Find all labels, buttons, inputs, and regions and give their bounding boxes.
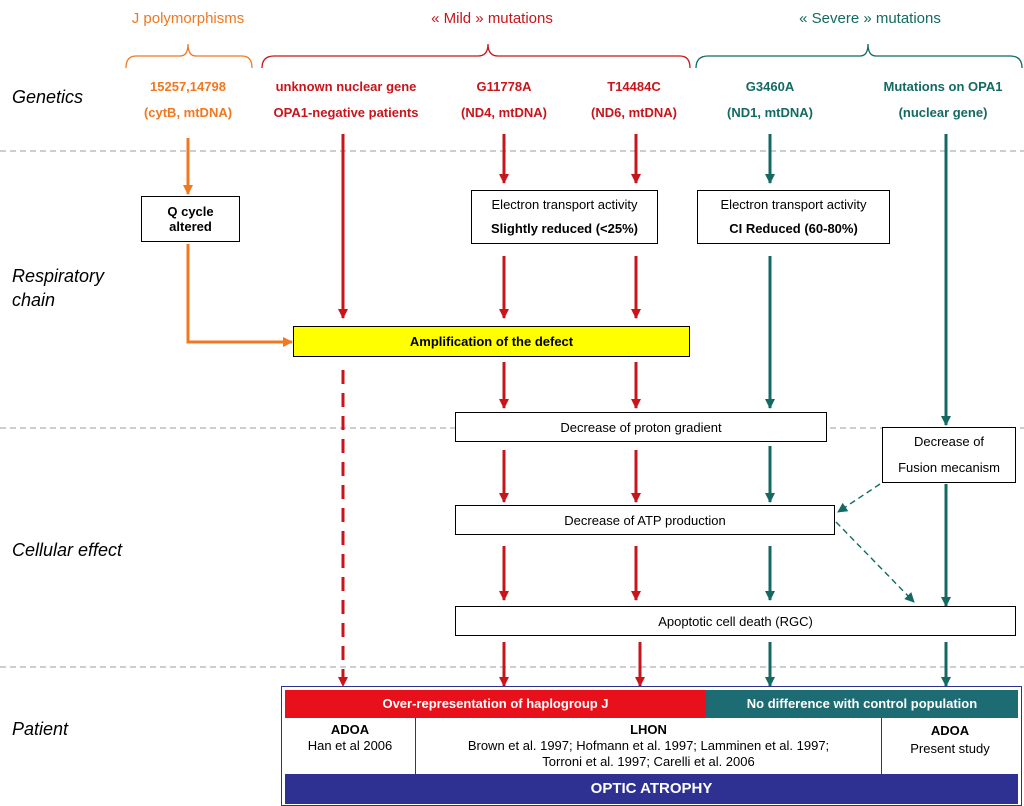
gene-name: G3460A (745, 79, 795, 94)
box-value: Slightly reduced (<25%) (490, 221, 638, 236)
gene-name: Mutations on OPA1 (883, 79, 1003, 94)
box-electron-transport-severe: Electron transport activity CI Reduced (… (697, 190, 890, 244)
row-label-patient: Patient (12, 719, 69, 739)
red-arrows (338, 134, 645, 687)
box-line-2: Fusion mecanism (898, 460, 1000, 475)
teal-dashed-arrows (835, 483, 915, 603)
group-label-mild-mutations: « Mild » mutations (431, 10, 553, 27)
box-decrease-atp-production: Decrease of ATP production (455, 505, 835, 535)
banner-no-difference: No difference with control population (706, 690, 1018, 718)
gene-g11778a: G11778A (ND4, mtDNA) (444, 74, 564, 126)
gene-location: (nuclear gene) (898, 105, 988, 120)
group-label-severe-mutations: « Severe » mutations (799, 10, 941, 27)
gene-location: OPA1-negative patients (273, 105, 419, 120)
gene-name: 15257,14798 (150, 79, 226, 94)
box-decrease-proton-gradient: Decrease of proton gradient (455, 412, 827, 442)
gene-g3460a: G3460A (ND1, mtDNA) (710, 74, 830, 126)
row-label-respiratory-chain: Respiratory chain (12, 266, 105, 310)
gene-opa1: Mutations on OPA1 (nuclear gene) (866, 74, 1020, 126)
cell-adoa-han: ADOA Han et al 2006 (285, 718, 416, 774)
box-title: Electron transport activity (720, 197, 867, 212)
gene-t14484c: T14484C (ND6, mtDNA) (574, 74, 694, 126)
group-label-j-polymorphisms: J polymorphisms (131, 10, 245, 27)
box-value: CI Reduced (60-80%) (729, 221, 858, 236)
cell-title: ADOA (330, 722, 370, 737)
cell-reference: Torroni et al. 1997; Carelli et al. 2006 (542, 754, 755, 769)
gene-name: T14484C (607, 79, 661, 94)
bracket-severe (695, 43, 1023, 69)
bracket-j (125, 43, 253, 69)
bracket-mild (261, 43, 691, 69)
gene-location: (ND4, mtDNA) (461, 105, 547, 120)
box-line-1: Decrease of (913, 434, 985, 449)
box-amplification-of-defect: Amplification of the defect (293, 326, 690, 357)
cell-lhon: LHON Brown et al. 1997; Hofmann et al. 1… (416, 718, 882, 774)
gene-name: unknown nuclear gene (275, 79, 417, 94)
box-q-cycle-altered: Q cycle altered (141, 196, 240, 242)
box-electron-transport-mild: Electron transport activity Slightly red… (471, 190, 658, 244)
orange-arrows (183, 138, 293, 347)
cell-reference: Brown et al. 1997; Hofmann et al. 1997; … (467, 738, 830, 753)
row-label-genetics: Genetics (12, 87, 84, 107)
cell-reference: Present study (910, 741, 990, 756)
cell-title: LHON (630, 722, 667, 737)
gene-cytb: 15257,14798 (cytB, mtDNA) (118, 74, 258, 126)
row-label-cellular-effect: Cellular effect (12, 540, 123, 560)
gene-unknown-nuclear: unknown nuclear gene OPA1-negative patie… (260, 74, 432, 126)
teal-arrows (765, 134, 951, 687)
banner-optic-atrophy: OPTIC ATROPHY (285, 774, 1018, 804)
banner-over-representation: Over-representation of haplogroup J (285, 690, 706, 718)
gene-location: (ND1, mtDNA) (727, 105, 813, 120)
gene-location: (ND6, mtDNA) (591, 105, 677, 120)
cell-adoa-present: ADOA Present study (882, 718, 1018, 774)
cell-reference: Han et al 2006 (307, 738, 393, 753)
gene-name: G11778A (476, 79, 532, 94)
cell-title: ADOA (930, 723, 970, 738)
box-title: Electron transport activity (491, 197, 638, 212)
box-decrease-fusion-mechanism: Decrease of Fusion mecanism (882, 427, 1016, 483)
gene-location: (cytB, mtDNA) (143, 105, 233, 120)
box-apoptotic-cell-death: Apoptotic cell death (RGC) (455, 606, 1016, 636)
